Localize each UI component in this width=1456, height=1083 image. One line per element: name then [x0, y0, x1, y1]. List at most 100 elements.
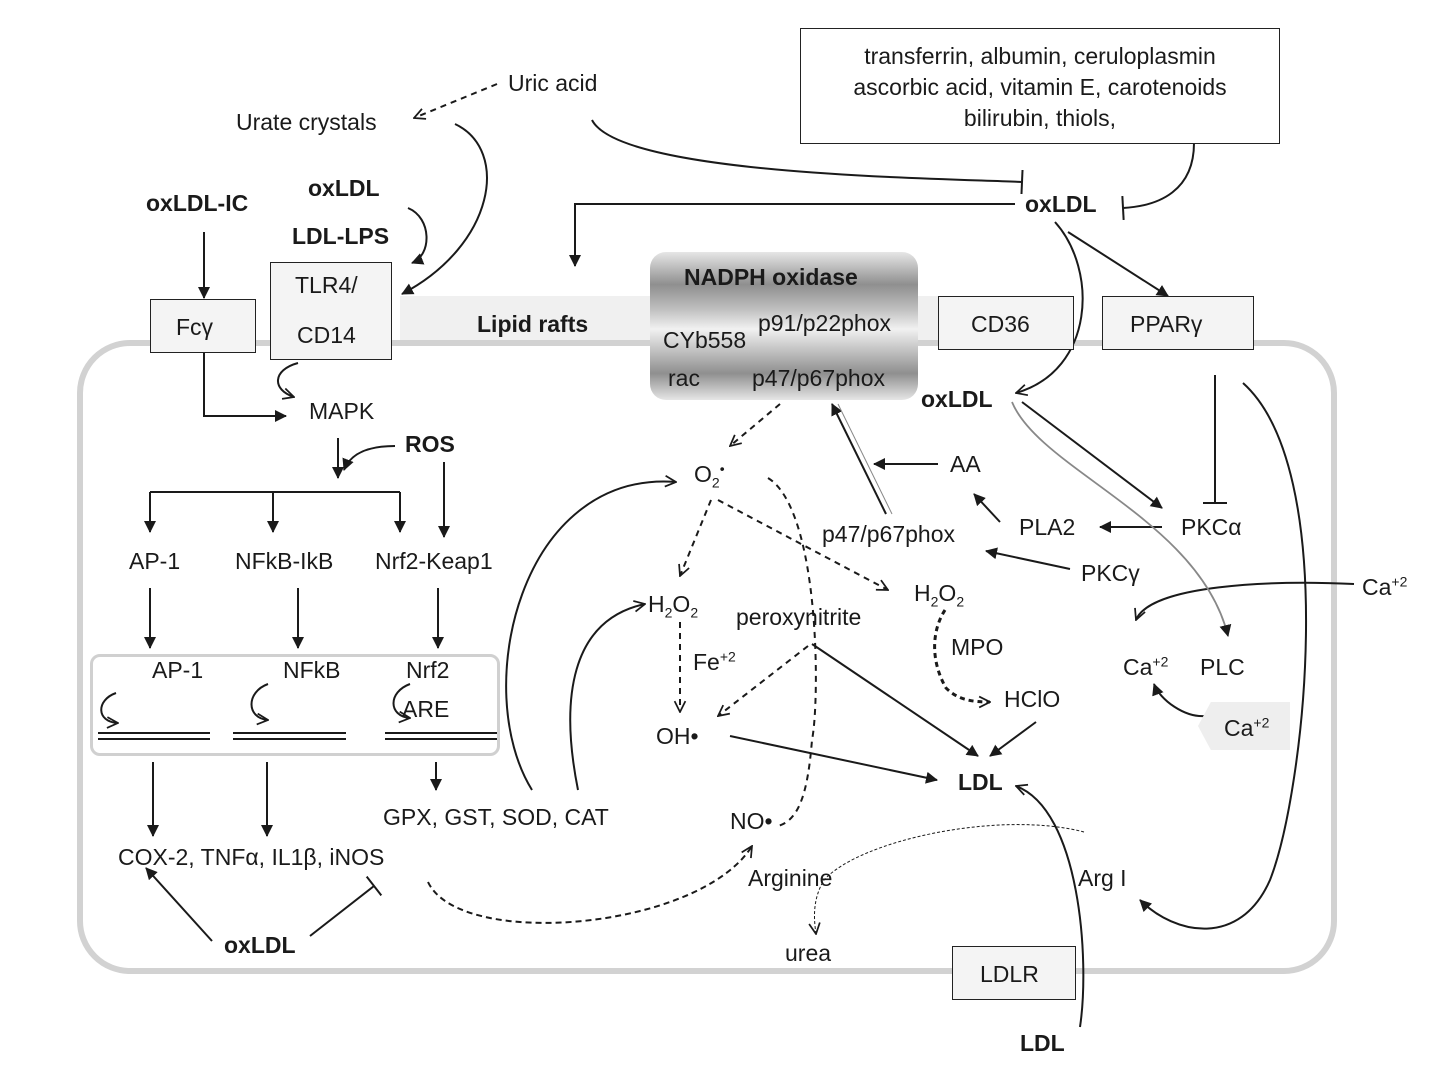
arrow-ppar-to-arg1	[1139, 382, 1307, 930]
nadph-rac: rac	[668, 365, 700, 391]
curl-nrf2	[392, 683, 411, 718]
nadph-title: NADPH oxidase	[684, 264, 858, 290]
arrow-oxldl-to-pkca	[1021, 401, 1163, 509]
peroxynitrite-label: peroxynitrite	[736, 604, 862, 630]
arrow-peroxy-to-oh	[718, 645, 809, 716]
plc-label: PLC	[1200, 654, 1245, 680]
nucleus	[90, 654, 500, 756]
arrow-h2o2-to-hclo	[933, 609, 990, 702]
hydroxyl-label: OH•	[656, 723, 699, 749]
oxldl-bottom-label: oxLDL	[224, 932, 296, 958]
arrow-oh-to-ldl	[729, 735, 938, 784]
urate-crystals-label: Urate crystals	[236, 109, 377, 135]
antioxidant-line-3: bilirubin, thiols,	[963, 105, 1117, 131]
nadph-oxidase-complex	[650, 252, 918, 400]
h2o2-right-label: H2O2	[914, 580, 965, 610]
oxldl-intracellular-label: oxLDL	[921, 386, 993, 412]
calcium-store-label: Ca+2	[1224, 714, 1270, 741]
fcy-receptor-box	[150, 299, 256, 353]
arrow-gpx-to-o2	[505, 482, 676, 791]
ros-label: ROS	[405, 431, 455, 457]
antioxidant-line-2: ascorbic acid, vitamin E, carotenoids	[853, 74, 1227, 100]
nitric-oxide-label: NO•	[730, 808, 773, 834]
arrow-caout-to-cain	[1136, 581, 1355, 620]
ldlr-box	[952, 946, 1076, 1000]
curve-o2-no	[767, 477, 817, 827]
arrow-nadph-to-o2	[730, 403, 781, 446]
arrow-p47-to-nadph	[831, 403, 887, 515]
curl-ap1	[100, 692, 118, 723]
uric-acid-label: Uric acid	[508, 70, 598, 96]
arrow-pkcy-to-p47	[985, 547, 1071, 570]
arrow-inos-to-no	[427, 846, 752, 924]
arrow-oxldl-to-cox2	[145, 867, 213, 942]
nadph-cyb558: CYb558	[663, 327, 747, 353]
nrf2-nucleus-label: Nrf2	[406, 657, 450, 683]
ldlr-label: LDLR	[980, 961, 1039, 987]
arrow-uric-to-urate	[414, 83, 498, 118]
superoxide-label: O2•	[694, 460, 725, 489]
arrow-urate-to-tlr4	[401, 123, 488, 295]
aa-label: AA	[950, 451, 981, 477]
arrow-oxldl-to-plc	[1011, 401, 1232, 637]
oxldl-ic-label: oxLDL-IC	[146, 190, 249, 216]
ppar-gamma-label: PPARγ	[1130, 311, 1203, 337]
arrow-ros-to-mapk	[342, 445, 396, 471]
inflammatory-genes-label: COX-2, TNFα, IL1β, iNOS	[118, 844, 385, 870]
nfkb-ikb-label: NFkB-IkB	[235, 548, 334, 574]
are-label: ARE	[402, 696, 450, 722]
arrow-oxldl-to-tlr4	[407, 207, 428, 265]
antioxidant-enzymes-label: GPX, GST, SOD, CAT	[383, 804, 609, 830]
tlr4-label: TLR4/	[295, 272, 358, 298]
oxldl-top-label: oxLDL	[308, 175, 380, 201]
nrf2-keap1-label: Nrf2-Keap1	[375, 548, 493, 574]
arrow-ldl-uptake	[1016, 786, 1085, 1028]
arginine-label: Arginine	[748, 865, 833, 891]
lipid-rafts-label: Lipid rafts	[477, 311, 589, 337]
arrow-p47-to-nadph-2	[837, 403, 893, 515]
nadph-p91: p91/p22phox	[758, 310, 892, 336]
oxldl-extracellular-label: oxLDL	[1025, 191, 1097, 217]
arrow-hclo-to-ldl	[989, 721, 1037, 757]
inhibit-oxldl-to-inos	[309, 875, 383, 937]
arrow-castore-to-cain	[1152, 683, 1207, 718]
arrow-oxldl-to-nadph	[569, 203, 1015, 267]
calcium-extracellular-label: Ca+2	[1362, 573, 1408, 600]
mpo-label: MPO	[951, 634, 1004, 660]
arrow-fcy-to-mapk	[203, 352, 287, 422]
ldl-extracellular-label: LDL	[1020, 1030, 1065, 1056]
urea-label: urea	[785, 940, 832, 966]
cd14-label: CD14	[297, 322, 356, 348]
h2o2-left-label: H2O2	[648, 591, 699, 621]
calcium-store	[1198, 702, 1290, 750]
superoxide-radical: •	[719, 460, 725, 477]
calcium-intracellular-label: Ca+2	[1123, 653, 1169, 680]
arrow-o2-to-h2o2	[680, 499, 712, 576]
arrow-tlr4-to-mapk	[277, 362, 299, 397]
arrow-oxldl-to-ppar	[1067, 231, 1169, 297]
mapk-label: MAPK	[309, 398, 375, 424]
iron-label: Fe+2	[693, 648, 736, 675]
arrow-gpx-to-h2o2	[569, 604, 645, 791]
superoxide-base: O	[694, 461, 712, 487]
arrow-peroxy-to-ldl	[811, 643, 979, 757]
p47-cytosolic-label: p47/p67phox	[822, 521, 956, 547]
arrow-pla2-to-aa	[973, 493, 1001, 523]
arrow-arg1-to-urea	[814, 824, 1085, 934]
dna-strands	[98, 732, 497, 740]
ldl-lps-label: LDL-LPS	[292, 223, 390, 249]
ap1-label: AP-1	[129, 548, 181, 574]
cd36-label: CD36	[971, 311, 1030, 337]
inhibit-antiox-to-oxldl	[1121, 142, 1195, 221]
pkc-alpha-label: PKCα	[1181, 514, 1242, 540]
arginase-label: Arg I	[1078, 865, 1127, 891]
tlr4-cd14-box	[270, 262, 392, 360]
nfkb-nucleus-label: NFkB	[283, 657, 341, 683]
arrow-oxldl-into-cell	[1016, 221, 1084, 393]
fcy-label: Fcγ	[176, 314, 214, 340]
ap1-nucleus-label: AP-1	[152, 657, 204, 683]
pla2-label: PLA2	[1019, 514, 1076, 540]
antioxidant-line-1: transferrin, albumin, ceruloplasmin	[864, 43, 1216, 69]
hclo-label: HClO	[1004, 686, 1061, 712]
